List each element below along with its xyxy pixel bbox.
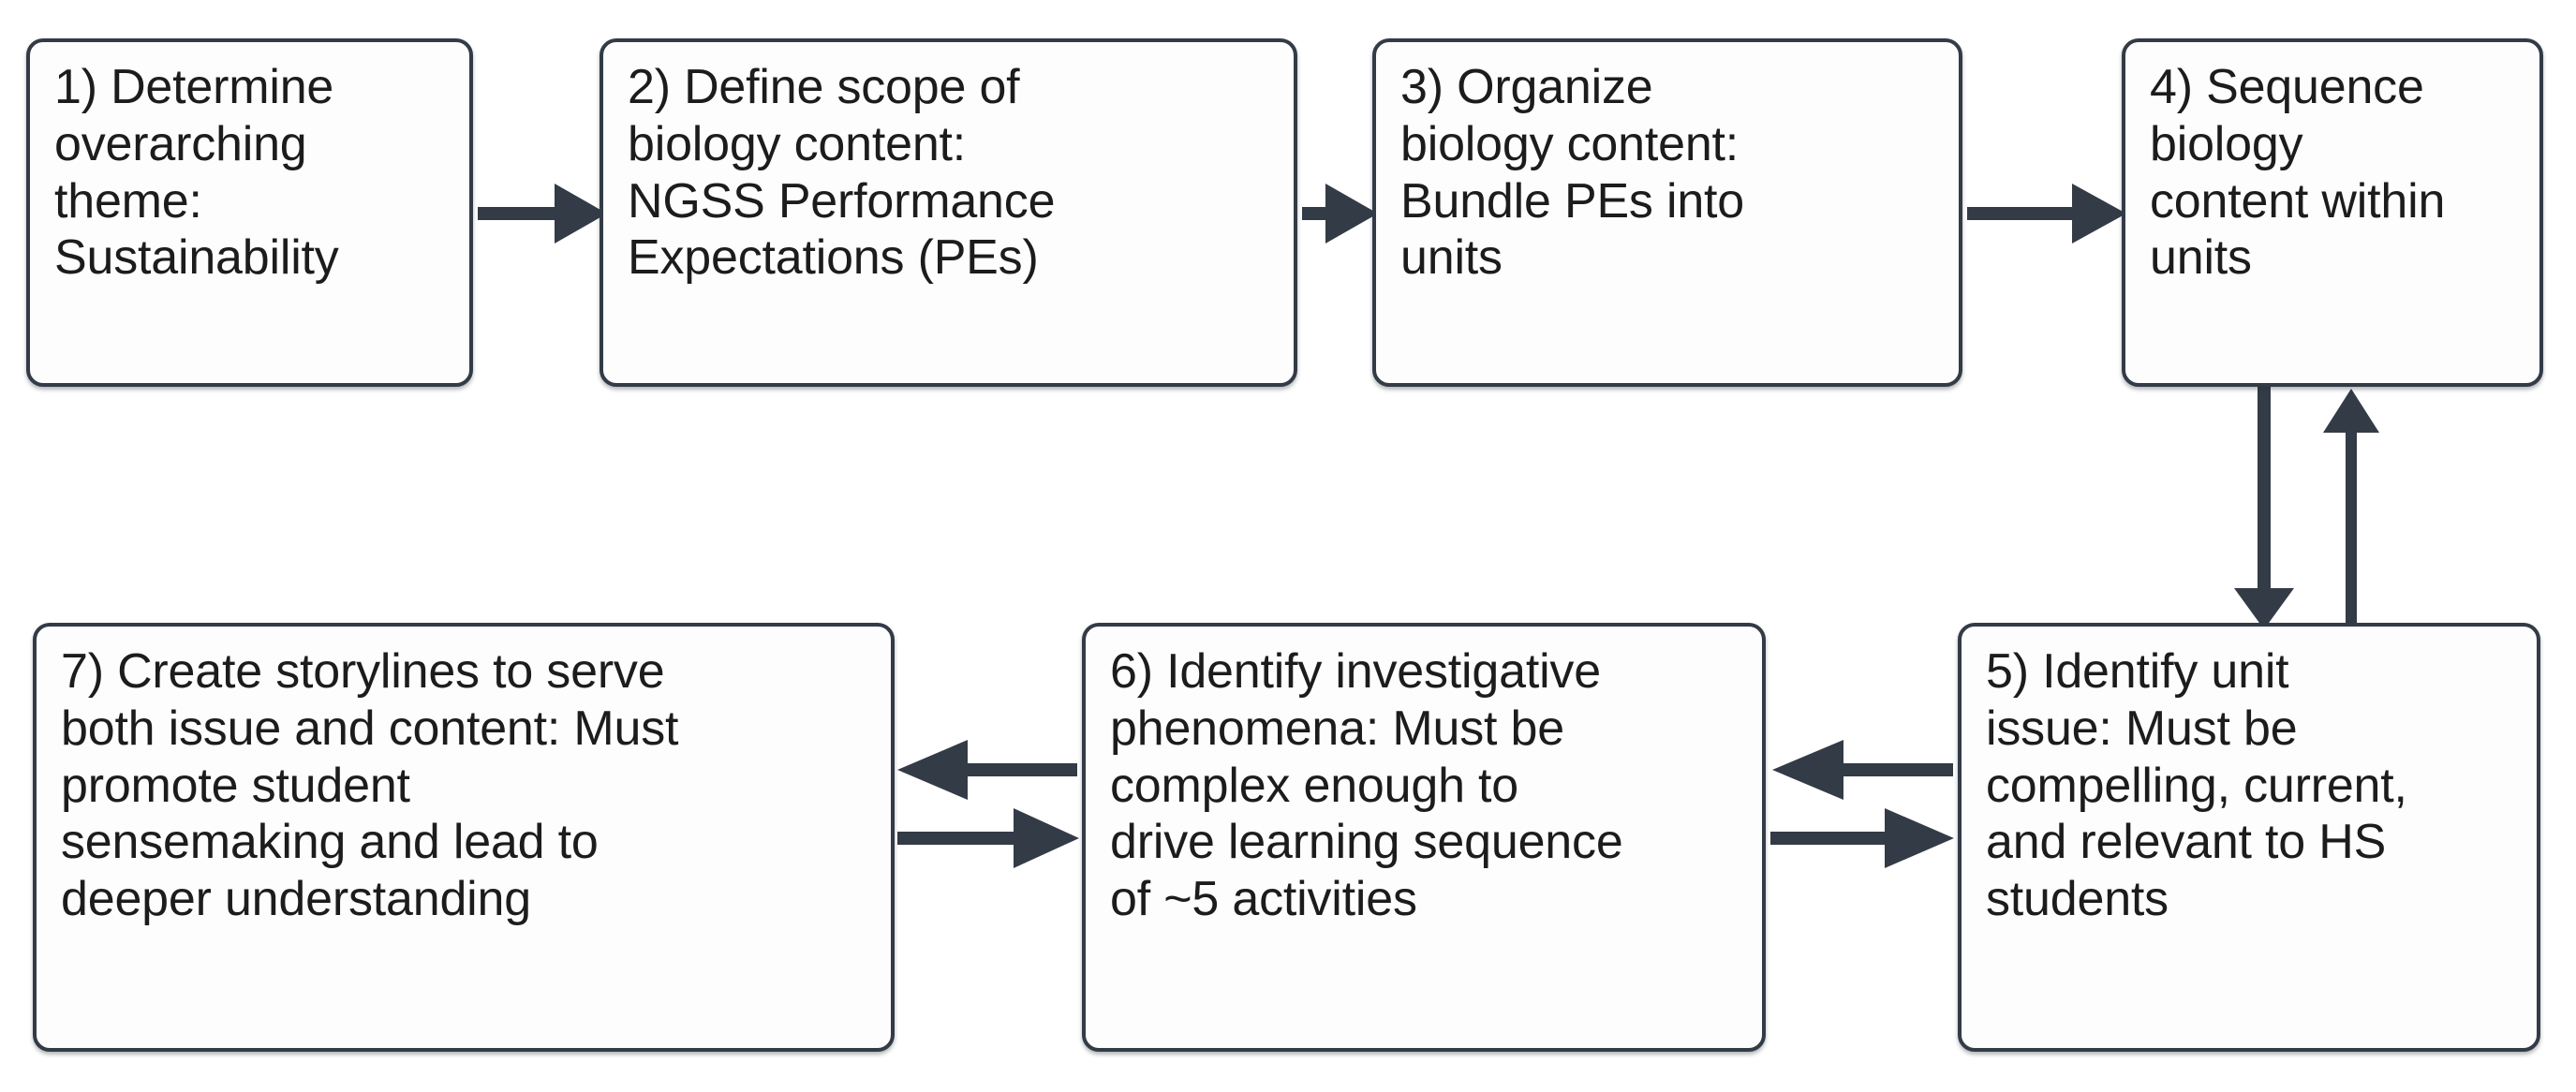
flow-node-step-6[interactable]: 6) Identify investigative phenomena: Mus…	[1082, 623, 1766, 1052]
flow-node-step-7-label: 7) Create storylines to serve both issue…	[61, 644, 679, 927]
flow-node-step-2-label: 2) Define scope of biology content: NGSS…	[628, 60, 1056, 286]
flow-node-step-6-label: 6) Identify investigative phenomena: Mus…	[1110, 644, 1623, 927]
flow-node-step-5[interactable]: 5) Identify unit issue: Must be compelli…	[1958, 623, 2540, 1052]
flow-node-step-7[interactable]: 7) Create storylines to serve both issue…	[33, 623, 895, 1052]
flow-node-step-4[interactable]: 4) Sequence biology content within units	[2122, 38, 2543, 387]
edge-step5-to-step4	[2323, 389, 2379, 623]
edge-step6-to-step5	[1770, 808, 1954, 868]
edge-step6-to-step7	[897, 740, 1077, 800]
edge-step2-to-step3	[1302, 184, 1378, 243]
edge-step1-to-step2	[478, 184, 607, 243]
flow-node-step-1-label: 1) Determine overarching theme: Sustaina…	[54, 60, 339, 286]
edge-step7-to-step6	[897, 808, 1079, 868]
edge-step4-to-step5	[2234, 387, 2294, 629]
flow-node-step-2[interactable]: 2) Define scope of biology content: NGSS…	[600, 38, 1297, 387]
flow-node-step-1[interactable]: 1) Determine overarching theme: Sustaina…	[26, 38, 473, 387]
flow-node-step-3-label: 3) Organize biology content: Bundle PEs …	[1400, 60, 1745, 286]
flow-node-step-5-label: 5) Identify unit issue: Must be compelli…	[1986, 644, 2407, 927]
edge-step3-to-step4	[1967, 184, 2126, 243]
flow-node-step-3[interactable]: 3) Organize biology content: Bundle PEs …	[1372, 38, 1962, 387]
edge-step5-to-step6	[1772, 740, 1953, 800]
flow-node-step-4-label: 4) Sequence biology content within units	[2150, 60, 2446, 286]
